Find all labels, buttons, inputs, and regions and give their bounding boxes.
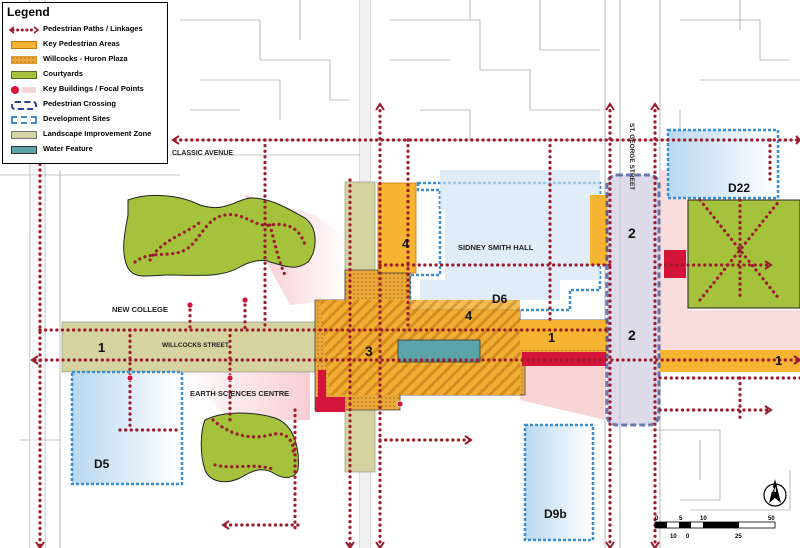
pink-zone-east xyxy=(660,310,800,350)
courtyard-swatch-icon xyxy=(11,71,37,79)
focal-earth-sciences xyxy=(315,397,345,412)
willcocks-plaza-strip xyxy=(520,320,608,350)
legend-item-water: Water Feature xyxy=(3,143,169,157)
key-area-east-stgeorge xyxy=(590,195,608,265)
site-d5: D5 xyxy=(94,457,110,471)
label-willcocks-street: WILLCOCKS STREET xyxy=(162,342,229,349)
zone-3: 3 xyxy=(365,343,373,359)
scale-tick-50: 50 xyxy=(768,516,775,522)
scale-tick-b0: 0 xyxy=(686,534,690,540)
courtyard-new-college xyxy=(123,195,316,277)
courtyard-east xyxy=(687,199,800,309)
legend-item-focal: Key Buildings / Focal Points xyxy=(3,83,169,97)
legend-label: Key Pedestrian Areas xyxy=(43,39,120,48)
label-st-george: ST. GEORGE STREET xyxy=(628,123,635,190)
north-arrow: N xyxy=(763,479,787,507)
legend-label: Courtyards xyxy=(43,69,84,78)
legend: Legend Pedestrian Paths / Linkages Key P… xyxy=(2,2,168,164)
path-swatch-icon xyxy=(8,26,40,34)
focal-west-stgeorge xyxy=(318,370,326,400)
legend-item-landscape: Landscape Improvement Zone xyxy=(3,128,169,142)
scale-bar: 0 5 10 50 10 0 25 xyxy=(654,516,776,540)
focal-east-courtyard xyxy=(664,250,686,278)
zone-2-upper: 2 xyxy=(628,225,636,241)
dev-site-d5 xyxy=(70,370,184,486)
site-d22: D22 xyxy=(728,181,750,195)
focal-d9b xyxy=(522,352,606,366)
zone-4-lower: 4 xyxy=(465,308,473,323)
legend-item-key-areas: Key Pedestrian Areas xyxy=(3,38,169,52)
legend-title: Legend xyxy=(7,5,50,19)
legend-label: Key Buildings / Focal Points xyxy=(43,84,144,93)
pink-zone-south xyxy=(180,370,310,420)
scale-tick-0: 0 xyxy=(655,516,659,522)
label-classic-avenue: CLASSIC AVENUE xyxy=(172,150,233,157)
crossing-swatch-icon xyxy=(11,101,37,110)
scale-tick-b25: 25 xyxy=(735,534,742,540)
water-swatch-icon xyxy=(11,146,37,154)
zone-2-lower: 2 xyxy=(628,327,636,343)
key-area-4-north xyxy=(377,182,417,274)
scale-tick-b10: 10 xyxy=(670,534,677,540)
zone-1-east: 1 xyxy=(775,353,782,368)
dev-site-d6 xyxy=(408,181,602,312)
pedestrian-crossing-stgeorge xyxy=(605,173,661,427)
label-sidney-smith: SIDNEY SMITH HALL xyxy=(458,243,534,252)
legend-item-crossing: Pedestrian Crossing xyxy=(3,98,169,112)
legend-label: Development Sites xyxy=(43,114,111,123)
legend-label: Willcocks - Huron Plaza xyxy=(43,54,128,63)
legend-item-courtyards: Courtyards xyxy=(3,68,169,82)
label-earth-sciences: EARTH SCIENCES CENTRE xyxy=(190,389,289,398)
scale-tick-5: 5 xyxy=(679,516,683,522)
legend-label: Water Feature xyxy=(43,144,93,153)
legend-item-paths: Pedestrian Paths / Linkages xyxy=(3,23,169,37)
dev-site-sidney-smith-core xyxy=(420,170,600,300)
legend-label: Pedestrian Paths / Linkages xyxy=(43,24,143,33)
site-d9b: D9b xyxy=(544,507,567,521)
scale-tick-10: 10 xyxy=(700,516,707,522)
dev-site-d9b xyxy=(523,423,595,542)
legend-item-dev-sites: Development Sites xyxy=(3,113,169,127)
key-area-swatch-icon xyxy=(11,41,37,49)
pedestrian-paths xyxy=(33,28,800,548)
landscape-swatch-icon xyxy=(11,131,37,139)
focal-dots xyxy=(126,296,404,408)
plaza-swatch-icon xyxy=(11,56,37,64)
water-feature xyxy=(397,339,481,363)
dev-site-swatch-icon xyxy=(11,116,37,124)
pink-zone-d9b xyxy=(520,360,605,420)
zone-4-upper: 4 xyxy=(402,236,410,251)
legend-item-plaza: Willcocks - Huron Plaza xyxy=(3,53,169,67)
legend-label: Landscape Improvement Zone xyxy=(43,129,152,138)
site-d6: D6 xyxy=(492,292,508,306)
label-new-college: NEW COLLEGE xyxy=(112,305,168,314)
legend-label: Pedestrian Crossing xyxy=(43,99,116,108)
focal-swatch-icon xyxy=(11,86,36,94)
zone-1-mid: 1 xyxy=(548,330,555,345)
zone-1-west: 1 xyxy=(98,340,105,355)
north-label: N xyxy=(772,488,776,494)
